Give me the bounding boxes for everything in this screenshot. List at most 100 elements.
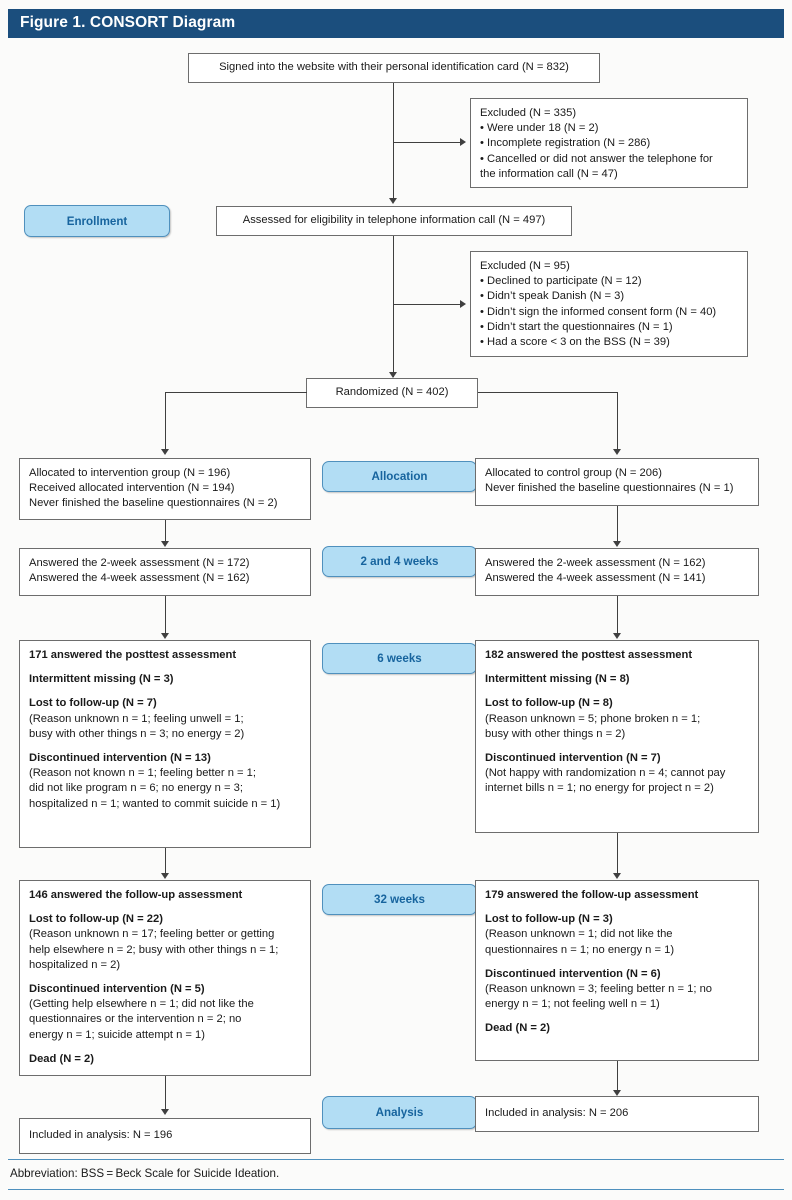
arrow-intervention-w6-to-w32: [161, 873, 169, 879]
intervention-analysis-text: Included in analysis: N = 196: [29, 1129, 173, 1142]
figure-header-bar: [8, 9, 784, 38]
intervention-w6-intermittent: Intermittent missing (N = 3): [29, 673, 174, 686]
stage-label-allocation: Allocation: [322, 461, 477, 492]
control-w32-heading: 179 answered the follow-up assessment: [485, 889, 699, 901]
control-w32-disc-detail-1: energy n = 1; not feeling well n = 1): [485, 998, 660, 1011]
arrow-randomized-to-control: [613, 449, 621, 455]
intervention-allocation-line-0: Allocated to intervention group (N = 196…: [29, 467, 231, 479]
arrow-control-w24-to-w6: [613, 633, 621, 639]
connector-to-excluded-1: [393, 142, 462, 144]
connector-randomized-right: [478, 392, 618, 394]
excluded-1-item-2: • Cancelled or did not answer the teleph…: [480, 152, 713, 165]
box-randomized: Randomized (N = 402): [306, 378, 478, 408]
arrow-control-w32-to-analysis: [613, 1090, 621, 1096]
control-w6-disc-detail-1: internet bills n = 1; no energy for proj…: [485, 782, 714, 795]
control-w32-lost-detail-0: (Reason unknown = 1; did not like the: [485, 928, 673, 941]
control-w6-lost-detail-1: busy with other things n = 2): [485, 727, 626, 740]
intervention-w6-disc-detail-0: (Reason not known n = 1; feeling better …: [29, 767, 257, 780]
connector-randomized-left-down: [165, 392, 167, 450]
footer-rule-top: [8, 1159, 784, 1161]
control-w24-line-1: Answered the 4-week assessment (N = 141): [485, 572, 706, 585]
box-assessed-eligibility: Assessed for eligibility in telephone in…: [216, 206, 572, 236]
arrow-control-w6-to-w32: [613, 873, 621, 879]
excluded-2-item-2: • Didn’t sign the informed consent form …: [480, 305, 717, 318]
box-signed-in-text: Signed into the website with their perso…: [219, 61, 569, 74]
connector-assessed-to-randomized: [393, 236, 395, 377]
box-intervention-weeks-6: 171 answered the posttest assessment Int…: [19, 640, 311, 848]
intervention-w6-lost-detail-1: busy with other things n = 3; no energy …: [29, 727, 245, 740]
box-control-weeks-6: 182 answered the posttest assessment Int…: [475, 640, 759, 833]
arrow-randomized-to-intervention: [161, 449, 169, 455]
box-intervention-allocation: Allocated to intervention group (N = 196…: [19, 458, 311, 520]
control-w32-lost-detail-1: questionnaires n = 1; no energy n = 1): [485, 943, 675, 956]
page-title: Figure 1. CONSORT Diagram: [20, 14, 236, 31]
intervention-w24-line-0: Answered the 2-week assessment (N = 172): [29, 557, 250, 569]
connector-intervention-w6-to-w32: [165, 848, 167, 876]
intervention-w6-disc-detail-1: did not like program n = 6; no energy n …: [29, 782, 243, 795]
box-intervention-analysis: Included in analysis: N = 196: [19, 1118, 311, 1154]
control-allocation-line-0: Allocated to control group (N = 206): [485, 467, 662, 479]
box-randomized-text: Randomized (N = 402): [335, 386, 449, 399]
intervention-w32-disc-detail-0: (Getting help elsewhere n = 1; did not l…: [29, 998, 254, 1011]
control-w6-intermittent: Intermittent missing (N = 8): [485, 673, 630, 686]
spacer: [29, 973, 301, 982]
connector-intervention-w32-to-analysis: [165, 1076, 167, 1112]
intervention-allocation-line-2: Never finished the baseline questionnair…: [29, 497, 278, 510]
box-intervention-weeks-2-4: Answered the 2-week assessment (N = 172)…: [19, 548, 311, 596]
excluded-2-item-4: • Had a score < 3 on the BSS (N = 39): [480, 336, 670, 349]
connector-control-alloc-to-w24: [617, 506, 619, 544]
arrow-intervention-alloc-to-w24: [161, 541, 169, 547]
excluded-2-item-3: • Didn’t start the questionnaires (N = 1…: [480, 320, 673, 333]
spacer: [485, 958, 749, 967]
excluded-1-item-0: • Were under 18 (N = 2): [480, 122, 599, 135]
excluded-2-item-1: • Didn’t speak Danish (N = 3): [480, 290, 625, 303]
control-w6-lost-title: Lost to follow-up (N = 8): [485, 697, 613, 710]
box-excluded-1: Excluded (N = 335) • Were under 18 (N = …: [470, 98, 748, 188]
stage-label-analysis-text: Analysis: [375, 1106, 424, 1119]
spacer: [29, 903, 301, 912]
control-allocation-line-1: Never finished the baseline questionnair…: [485, 482, 734, 495]
excluded-1-title: Excluded (N = 335): [480, 107, 577, 119]
box-excluded-2: Excluded (N = 95) • Declined to particip…: [470, 251, 748, 357]
intervention-w6-lost-detail-0: (Reason unknown n = 1; feeling unwell = …: [29, 712, 244, 725]
spacer: [485, 1012, 749, 1021]
stage-label-enrollment-text: Enrollment: [66, 214, 128, 228]
connector-to-excluded-2: [393, 304, 462, 306]
control-w6-heading: 182 answered the posttest assessment: [485, 649, 693, 661]
arrow-assessed-to-randomized: [389, 372, 397, 378]
connector-randomized-left: [165, 392, 307, 394]
stage-label-2-and-4-weeks-text: 2 and 4 weeks: [360, 555, 439, 568]
box-control-weeks-32: 179 answered the follow-up assessment Lo…: [475, 880, 759, 1061]
connector-randomized-right-down: [617, 392, 619, 450]
arrow-intervention-w24-to-w6: [161, 633, 169, 639]
intervention-w6-lost-title: Lost to follow-up (N = 7): [29, 697, 157, 710]
control-analysis-text: Included in analysis: N = 206: [485, 1107, 629, 1120]
spacer: [29, 1043, 301, 1052]
box-intervention-weeks-32: 146 answered the follow-up assessment Lo…: [19, 880, 311, 1076]
box-signed-in: Signed into the website with their perso…: [188, 53, 600, 83]
control-w6-disc-title: Discontinued intervention (N = 7): [485, 752, 661, 765]
stage-label-2-and-4-weeks: 2 and 4 weeks: [322, 546, 477, 577]
intervention-w32-lost-detail-2: hospitalized n = 2): [29, 958, 121, 971]
intervention-w32-heading: 146 answered the follow-up assessment: [29, 889, 243, 901]
spacer: [485, 903, 749, 912]
arrow-intervention-w32-to-analysis: [161, 1109, 169, 1115]
excluded-1-item-3: the information call (N = 47): [480, 167, 618, 180]
control-w6-disc-detail-0: (Not happy with randomization n = 4; can…: [485, 767, 726, 780]
intervention-w6-disc-detail-2: hospitalized n = 1; wanted to commit sui…: [29, 797, 281, 810]
arrow-to-excluded-1: [460, 138, 466, 146]
control-w24-line-0: Answered the 2-week assessment (N = 162): [485, 557, 706, 569]
arrow-to-excluded-2: [460, 300, 466, 308]
intervention-w32-lost-detail-0: (Reason unknown n = 17; feeling better o…: [29, 928, 275, 941]
stage-label-32-weeks-text: 32 weeks: [374, 893, 425, 906]
box-assessed-text: Assessed for eligibility in telephone in…: [242, 214, 546, 227]
connector-control-w6-to-w32: [617, 833, 619, 876]
control-w32-dead: Dead (N = 2): [485, 1022, 550, 1035]
spacer: [29, 742, 301, 751]
intervention-w6-disc-title: Discontinued intervention (N = 13): [29, 752, 211, 765]
spacer: [29, 663, 301, 672]
control-w6-lost-detail-0: (Reason unknown = 5; phone broken n = 1;: [485, 712, 701, 725]
stage-label-allocation-text: Allocation: [371, 470, 428, 483]
footer-abbreviation: Abbreviation: BSS = Beck Scale for Suici…: [10, 1167, 280, 1180]
